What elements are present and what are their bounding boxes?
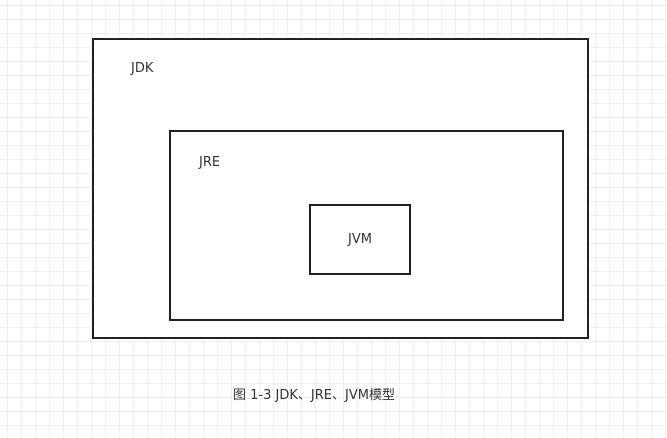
jvm-label: JVM bbox=[348, 232, 372, 247]
jvm-box bbox=[309, 204, 411, 275]
jdk-label: JDK bbox=[131, 61, 154, 76]
figure-caption: 图 1-3 JDK、JRE、JVM模型 bbox=[233, 388, 395, 403]
jre-label: JRE bbox=[199, 155, 221, 170]
